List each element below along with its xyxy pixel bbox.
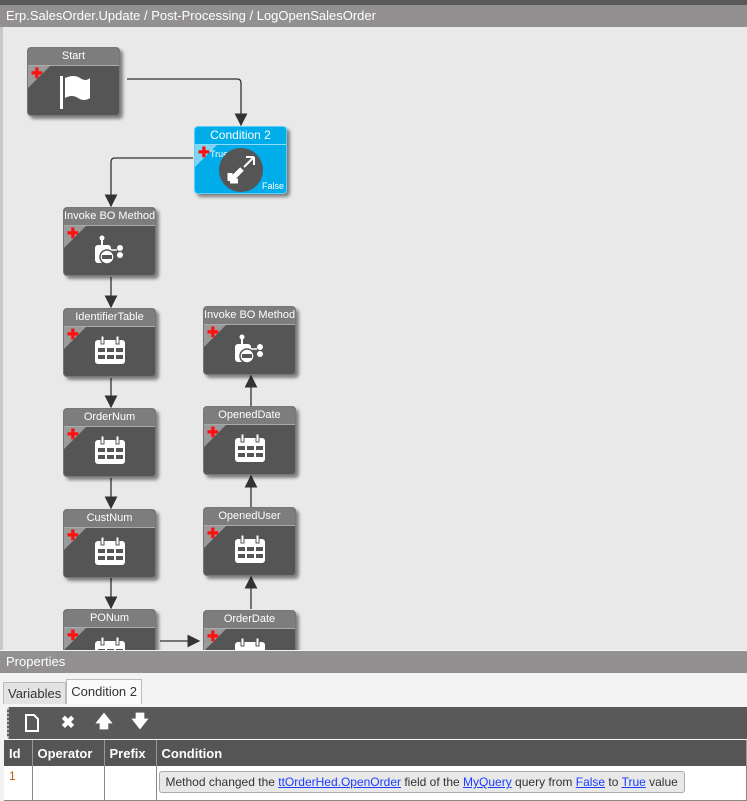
false-output-label: False — [261, 181, 284, 191]
tab-condition-2[interactable]: Condition 2 — [66, 679, 143, 704]
query-link[interactable]: MyQuery — [463, 775, 512, 789]
flag-icon — [28, 74, 119, 110]
text: to — [605, 775, 622, 789]
col-prefix[interactable]: Prefix — [104, 740, 157, 766]
add-icon[interactable]: ✚ — [31, 65, 43, 81]
text: value — [645, 775, 678, 789]
node-title: OpenedDate — [204, 407, 295, 425]
add-icon[interactable]: ✚ — [198, 144, 210, 160]
node-openeduser[interactable]: OpenedUser✚ — [203, 507, 296, 576]
node-identifier[interactable]: IdentifierTable✚ — [63, 308, 156, 377]
add-icon[interactable]: ✚ — [207, 525, 219, 541]
node-ordernum[interactable]: OrderNum✚ — [63, 408, 156, 477]
to-value-link[interactable]: True — [621, 775, 646, 789]
add-icon[interactable]: ✚ — [207, 424, 219, 440]
wire-start-condition — [127, 78, 248, 127]
delete-icon[interactable]: ✖ — [60, 713, 76, 732]
node-invoke2[interactable]: Invoke BO Method✚ — [203, 306, 296, 375]
properties-tabs: Variables Condition 2 — [3, 679, 143, 704]
node-openeddate[interactable]: OpenedDate✚ — [203, 406, 296, 475]
col-operator[interactable]: Operator — [32, 740, 105, 766]
bo-method-icon — [204, 333, 295, 367]
properties-header: Properties — [0, 651, 747, 673]
add-icon[interactable]: ✚ — [207, 324, 219, 340]
node-title: IdentifierTable — [64, 309, 155, 327]
text: Method changed the — [165, 775, 279, 789]
workflow-breadcrumb: Erp.SalesOrder.Update / Post-Processing … — [0, 5, 747, 27]
move-down-icon[interactable]: 🡇 — [131, 711, 149, 731]
node-condition-2[interactable]: Condition 2 ✚ True False — [194, 126, 287, 194]
node-title: Condition 2 — [195, 127, 286, 145]
bo-method-icon — [64, 234, 155, 268]
node-title: Start — [28, 48, 119, 66]
node-invoke1[interactable]: Invoke BO Method✚ — [63, 207, 156, 276]
node-title: CustNum — [64, 510, 155, 528]
field-link[interactable]: ttOrderHed.OpenOrder — [278, 775, 401, 789]
add-icon[interactable]: ✚ — [67, 326, 79, 342]
calendar-table-icon — [64, 636, 155, 650]
true-output-label: True — [210, 149, 229, 159]
text: field of the — [400, 775, 464, 789]
wire-condition-invoke — [104, 157, 193, 208]
add-icon[interactable]: ✚ — [67, 225, 79, 241]
new-icon[interactable] — [21, 712, 43, 734]
add-icon[interactable]: ✚ — [67, 627, 79, 643]
node-title: OrderNum — [64, 409, 155, 427]
calendar-table-icon — [64, 335, 155, 365]
calendar-table-icon — [64, 536, 155, 566]
condition-expression: Method changed the ttOrderHed.OpenOrder … — [158, 771, 685, 793]
node-title: OpenedUser — [204, 508, 295, 526]
calendar-table-icon — [204, 637, 295, 650]
add-icon[interactable]: ✚ — [67, 527, 79, 543]
window-top-bar — [0, 0, 747, 5]
table-header: Id Operator Prefix Condition — [4, 740, 747, 766]
node-ponum[interactable]: PONum✚ — [63, 609, 156, 650]
table-row[interactable]: 1 Method changed the ttOrderHed.OpenOrde… — [4, 766, 747, 801]
node-title: Invoke BO Method — [204, 307, 295, 325]
node-orderdate[interactable]: OrderDate✚ — [203, 610, 296, 650]
calendar-table-icon — [64, 435, 155, 465]
tab-variables[interactable]: Variables — [3, 682, 67, 704]
condition-arrows-icon — [195, 147, 286, 193]
col-condition[interactable]: Condition — [156, 740, 747, 766]
workflow-canvas[interactable]: Start ✚ Condition 2 ✚ True False Invoke … — [0, 27, 747, 650]
node-start[interactable]: Start ✚ — [27, 47, 120, 116]
node-custnum[interactable]: CustNum✚ — [63, 509, 156, 578]
conditions-table: Id Operator Prefix Condition 1 Method ch… — [4, 740, 747, 801]
connectors — [104, 78, 258, 648]
add-icon[interactable]: ✚ — [67, 426, 79, 442]
col-id[interactable]: Id — [4, 740, 33, 766]
cell-operator[interactable] — [32, 766, 105, 801]
cell-id: 1 — [4, 766, 33, 801]
move-up-icon[interactable]: 🡅 — [95, 711, 113, 731]
calendar-table-icon — [204, 534, 295, 564]
text: query from — [511, 775, 576, 789]
from-value-link[interactable]: False — [575, 775, 606, 789]
add-icon[interactable]: ✚ — [207, 628, 219, 644]
node-title: OrderDate — [204, 611, 295, 629]
condition-toolbar: ✖ 🡅 🡇 — [7, 707, 747, 739]
node-title: PONum — [64, 610, 155, 628]
cell-prefix[interactable] — [104, 766, 157, 801]
calendar-table-icon — [204, 433, 295, 463]
node-title: Invoke BO Method — [64, 208, 155, 226]
